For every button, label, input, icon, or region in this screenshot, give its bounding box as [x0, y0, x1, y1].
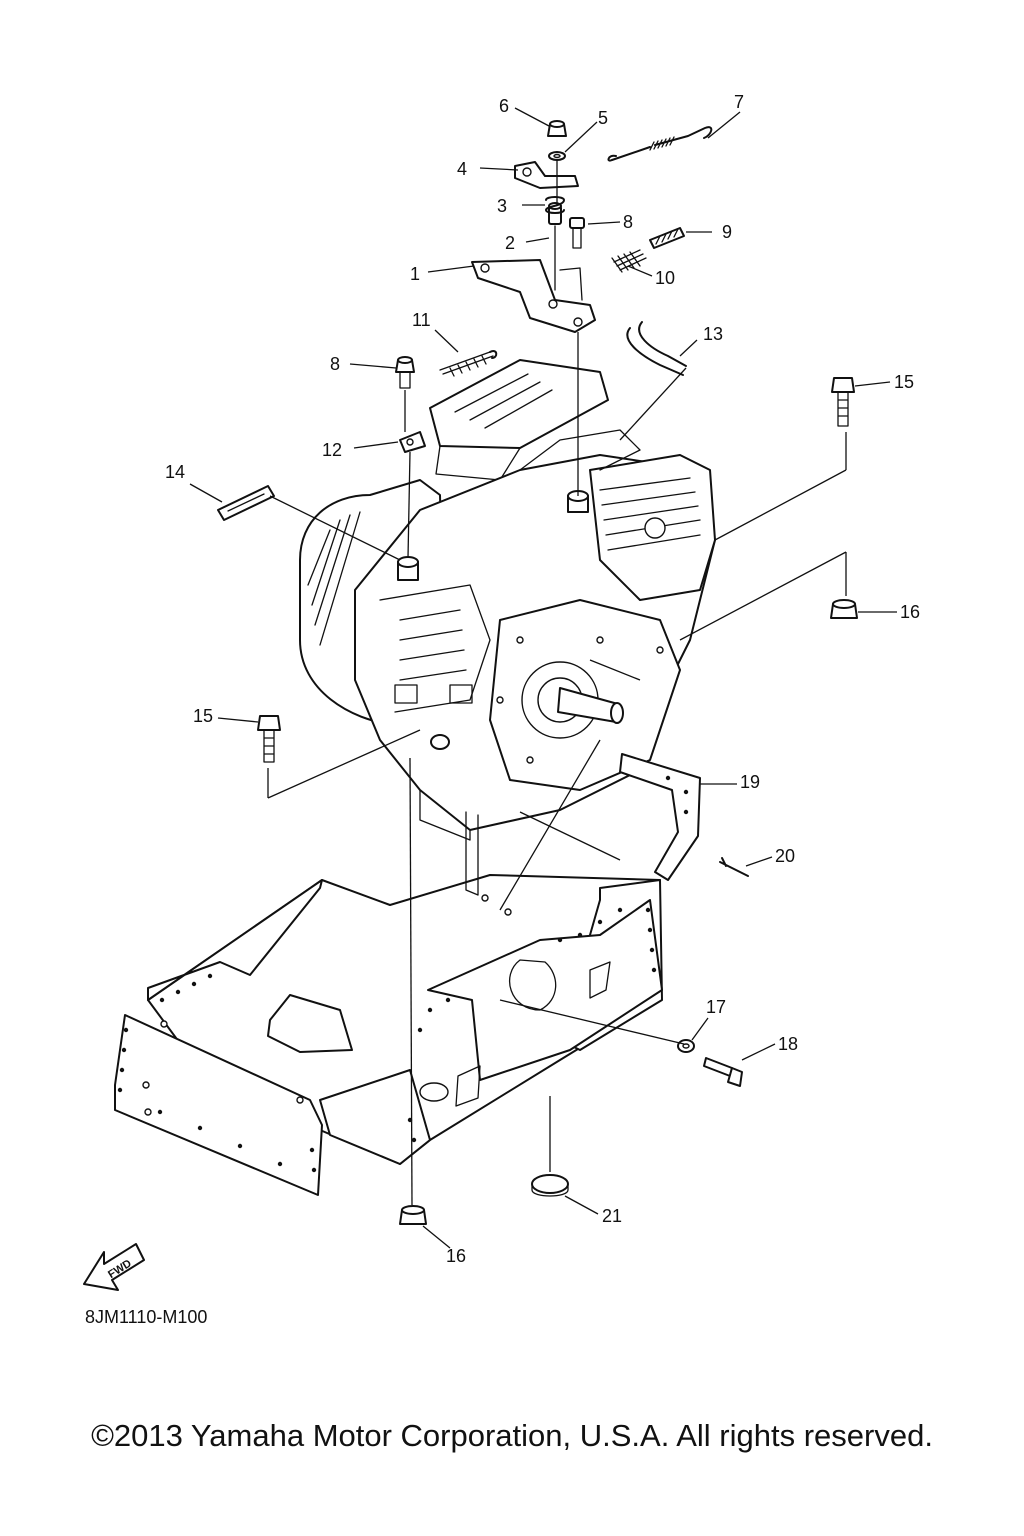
leader-lines: [189, 107, 897, 1249]
callout-11: 11: [412, 310, 431, 330]
plate-holes: [117, 775, 689, 1173]
callout-2: 2: [505, 233, 515, 253]
copyright-notice: ©2013 Yamaha Motor Corporation, U.S.A. A…: [91, 1418, 933, 1453]
callout-3: 3: [497, 196, 507, 216]
callout-12: 12: [322, 440, 342, 460]
callout-7: 7: [734, 92, 744, 112]
callout-16-bottom: 16: [446, 1246, 466, 1266]
callout-20: 20: [775, 846, 795, 866]
callout-4: 4: [457, 159, 467, 179]
linkage-parts: [217, 120, 858, 1225]
callout-10: 10: [655, 268, 675, 288]
fwd-arrow-icon: FWD: [83, 1243, 145, 1291]
mount-plate: [114, 753, 701, 1196]
callout-13: 13: [703, 324, 723, 344]
callout-labels: 1 2 3 4 5 6 7 8 8 9 10 11 12 13 14 15 15…: [165, 92, 920, 1266]
diagram-code: 8JM1110-M100: [85, 1307, 208, 1327]
callout-15-left: 15: [193, 706, 213, 726]
callout-14: 14: [165, 462, 185, 482]
callout-6: 6: [499, 96, 509, 116]
callout-21: 21: [602, 1206, 622, 1226]
callout-1: 1: [410, 264, 420, 284]
callout-16-right: 16: [900, 602, 920, 622]
callout-15-right: 15: [894, 372, 914, 392]
callout-9: 9: [722, 222, 732, 242]
callout-8-top: 8: [623, 212, 633, 232]
callout-17: 17: [706, 997, 726, 1017]
callout-19: 19: [740, 772, 760, 792]
engine-block: [299, 359, 716, 841]
callout-18: 18: [778, 1034, 798, 1054]
callout-8-left: 8: [330, 354, 340, 374]
callout-5: 5: [598, 108, 608, 128]
